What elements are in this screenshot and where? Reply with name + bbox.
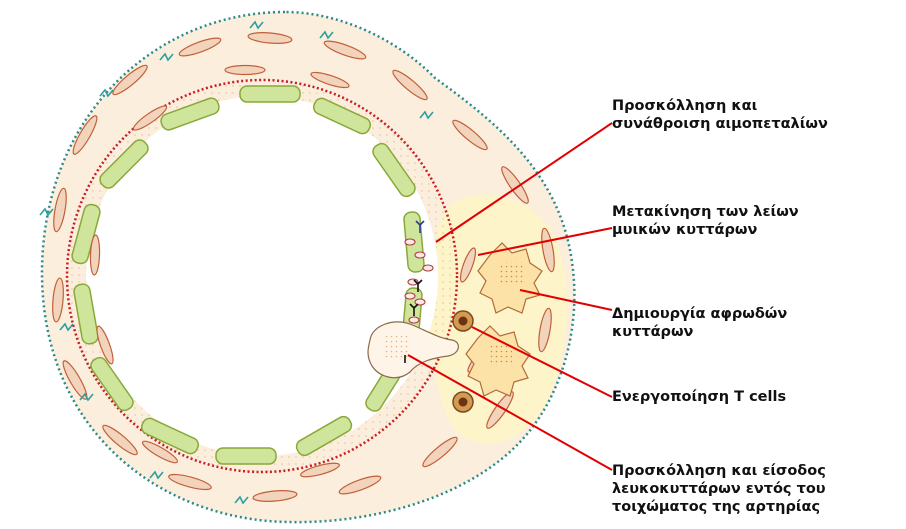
label-line: συνάθροιση αιμοπεταλίων bbox=[612, 115, 904, 133]
monocyte-granules bbox=[384, 336, 410, 360]
label-smc-migration: Μετακίνηση των λείων μυικών κυττάρων bbox=[612, 203, 904, 239]
label-line: Δημιουργία αφρωδών bbox=[612, 305, 904, 323]
label-line: μυικών κυττάρων bbox=[612, 221, 904, 239]
label-line: κυττάρων bbox=[612, 323, 904, 341]
label-line: Προσκόλληση και είσοδος bbox=[612, 462, 904, 480]
label-line: τοιχώματος της αρτηρίας bbox=[612, 498, 904, 516]
label-line: Ενεργοποίηση T cells bbox=[612, 388, 904, 406]
label-platelet-adhesion: Προσκόλληση και συνάθροιση αιμοπεταλίων bbox=[612, 97, 904, 133]
label-t-cell-activation: Ενεργοποίηση T cells bbox=[612, 388, 904, 406]
label-line: Μετακίνηση των λείων bbox=[612, 203, 904, 221]
label-leukocyte-entry: Προσκόλληση και είσοδος λευκοκυττάρων εν… bbox=[612, 462, 904, 516]
label-foam-cell-formation: Δημιουργία αφρωδών κυττάρων bbox=[612, 305, 904, 341]
label-line: Προσκόλληση και bbox=[612, 97, 904, 115]
label-line: λευκοκυττάρων εντός του bbox=[612, 480, 904, 498]
